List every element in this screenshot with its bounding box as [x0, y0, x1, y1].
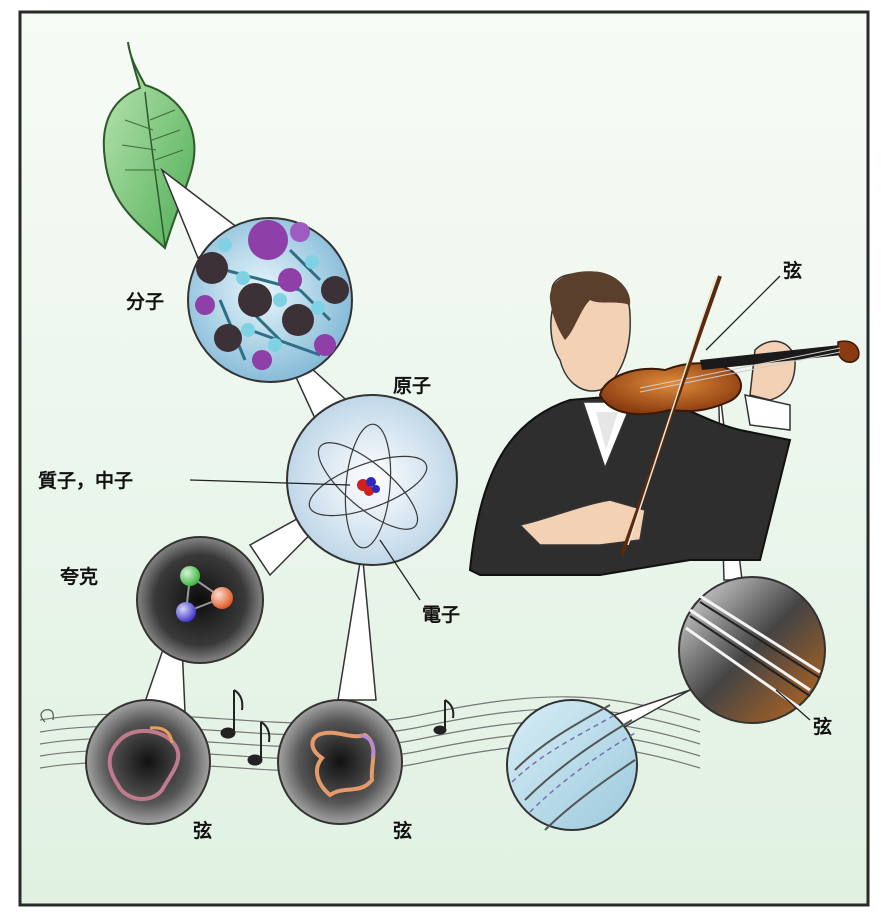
- label-proton-neutron: 質子，中子: [38, 472, 133, 491]
- label-string-violin-bottom: 弦: [813, 718, 832, 737]
- violin-string-bubble: [679, 577, 825, 723]
- quark-bubble: [137, 537, 263, 663]
- string-bubble-left: [86, 700, 210, 824]
- atom-bubble: [287, 395, 457, 565]
- label-string-left: 弦: [193, 822, 212, 841]
- label-string-middle: 弦: [393, 822, 412, 841]
- string-vibration-bubble: [507, 700, 637, 830]
- label-electron: 電子: [422, 606, 460, 625]
- label-molecule: 分子: [126, 293, 164, 312]
- label-string-violin-top: 弦: [783, 262, 802, 281]
- label-atom: 原子: [393, 377, 431, 396]
- molecule-bubble: [188, 218, 352, 382]
- string-bubble-middle: [278, 700, 402, 824]
- label-quark: 夸克: [60, 568, 98, 587]
